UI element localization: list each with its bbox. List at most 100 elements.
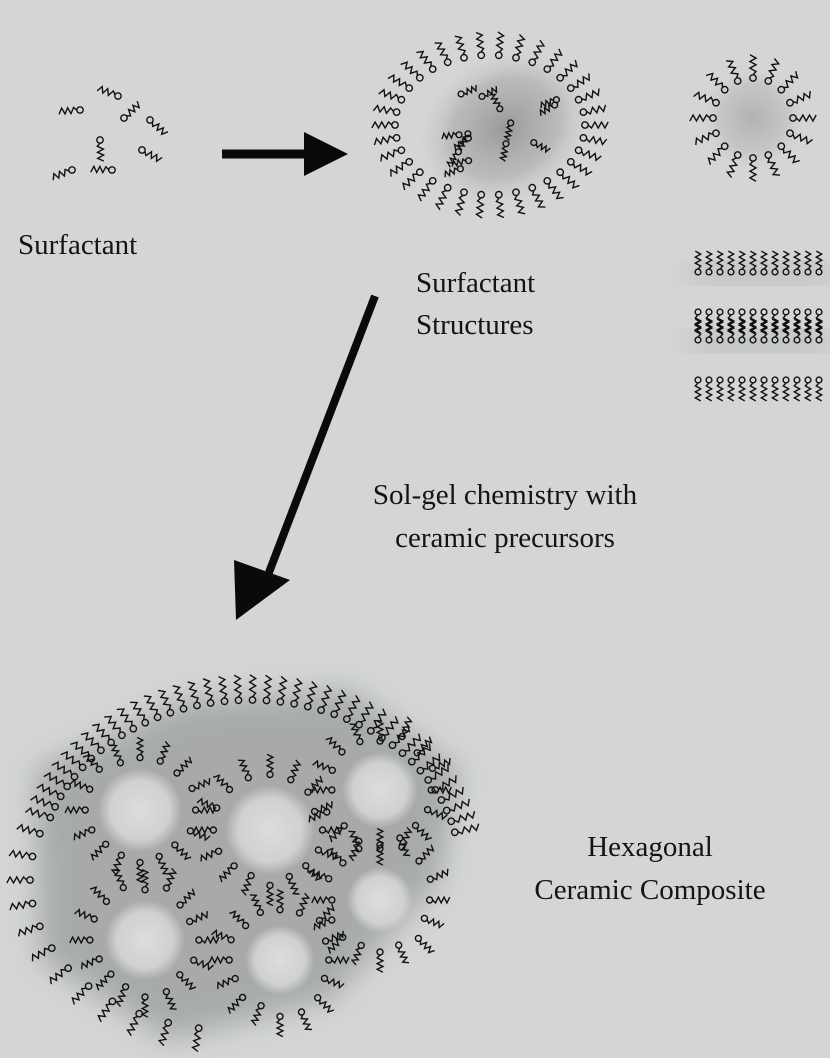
molecule-tail xyxy=(203,679,212,700)
molecule-tail xyxy=(117,709,132,726)
molecule-tail xyxy=(398,948,409,963)
molecule-tail xyxy=(772,383,777,401)
molecule-head xyxy=(783,309,789,315)
molecule-head xyxy=(398,147,404,153)
molecule-head xyxy=(421,915,427,921)
molecule-tail xyxy=(458,824,479,834)
molecule-head xyxy=(406,159,412,165)
molecule-head xyxy=(393,109,399,115)
molecule-tail xyxy=(158,691,171,710)
molecule-tail xyxy=(433,897,450,903)
molecule-head xyxy=(29,900,35,906)
molecule-tail xyxy=(739,383,744,401)
molecule-tail xyxy=(10,902,29,911)
molecule-tail xyxy=(391,163,407,177)
molecule-head xyxy=(739,377,745,383)
molecule-tail xyxy=(403,174,417,190)
molecule-head xyxy=(728,309,734,315)
molecule-head xyxy=(761,377,767,383)
molecule-head xyxy=(430,66,436,72)
molecule-tail xyxy=(144,696,158,715)
molecule-tail xyxy=(377,955,383,972)
molecule-head xyxy=(452,829,458,835)
molecule-head xyxy=(695,377,701,383)
label-solgel-2: ceramic precursors xyxy=(320,521,690,555)
molecule-tail xyxy=(476,33,484,53)
molecule-tail xyxy=(816,383,821,401)
molecule-head xyxy=(739,309,745,315)
surfactant-molecules xyxy=(53,87,168,181)
molecule-tail xyxy=(418,183,430,201)
molecule-head xyxy=(392,122,398,128)
molecule-head xyxy=(772,377,778,383)
molecule-head xyxy=(277,1013,283,1019)
molecule-tail xyxy=(750,383,755,401)
molecule-head xyxy=(805,377,811,383)
molecule-tail xyxy=(126,101,139,116)
molecule-tail xyxy=(301,1015,312,1030)
molecule-tail xyxy=(455,36,465,54)
molecule-tail xyxy=(381,150,399,162)
molecule-tail xyxy=(97,87,115,96)
molecule-tail xyxy=(783,383,788,401)
molecule-tail xyxy=(59,107,77,114)
molecule-tail xyxy=(7,877,27,883)
molecule-tail xyxy=(728,383,733,401)
label-surfactant-structures-2: Structures xyxy=(416,308,534,342)
molecule-head xyxy=(29,853,35,859)
molecule-head xyxy=(805,309,811,315)
molecule-tail xyxy=(379,90,399,99)
molecule-tail xyxy=(98,1004,110,1022)
label-surfactant-structures-1: Surfactant xyxy=(416,266,535,300)
molecule-head xyxy=(97,137,103,143)
molecule-tail xyxy=(19,926,37,937)
molecule-head xyxy=(445,59,451,65)
molecule-head xyxy=(772,309,778,315)
micelle-shadow xyxy=(384,13,627,243)
molecule-tail xyxy=(130,702,144,720)
molecule-tail xyxy=(72,988,86,1004)
molecule-tail xyxy=(454,811,474,822)
molecule-head xyxy=(109,167,115,173)
molecule-tail xyxy=(435,43,448,60)
molecule-head xyxy=(816,377,822,383)
molecule-tail xyxy=(717,383,722,401)
molecule-head xyxy=(717,377,723,383)
molecule-tail xyxy=(706,383,711,401)
molecule-head xyxy=(115,93,121,99)
molecule-head xyxy=(398,97,404,103)
molecule-tail xyxy=(91,166,109,172)
molecule-head xyxy=(750,309,756,315)
molecule-head xyxy=(299,1009,305,1015)
molecule-tail xyxy=(794,383,799,401)
molecule-head xyxy=(427,897,433,903)
molecule-tail xyxy=(128,1017,138,1036)
arrow-down xyxy=(234,296,375,620)
molecule-tail xyxy=(104,716,120,732)
molecule-tail xyxy=(421,941,435,953)
molecule-tail xyxy=(416,52,431,67)
molecule-tail xyxy=(250,675,256,697)
molecule-head xyxy=(750,377,756,383)
molecule-tail xyxy=(193,1031,201,1051)
molecule-tail xyxy=(805,383,810,401)
molecule-tail xyxy=(401,62,418,75)
molecule-tail xyxy=(53,169,69,180)
molecule-head xyxy=(69,167,75,173)
molecule-head xyxy=(695,309,701,315)
molecule-tail xyxy=(695,383,700,401)
molecule-tail xyxy=(373,106,393,114)
molecule-tail xyxy=(264,675,271,697)
molecule-tail xyxy=(277,1020,283,1037)
molecule-head xyxy=(794,309,800,315)
molecule-head xyxy=(77,107,83,113)
molecule-head xyxy=(794,377,800,383)
molecule-head xyxy=(706,309,712,315)
molecule-head xyxy=(728,377,734,383)
molecule-tail xyxy=(97,143,104,161)
molecule-tail xyxy=(9,851,29,859)
molecule-tail xyxy=(17,825,37,834)
molecule-head xyxy=(396,942,402,948)
molecule-tail xyxy=(145,152,162,162)
molecule-tail xyxy=(761,383,766,401)
